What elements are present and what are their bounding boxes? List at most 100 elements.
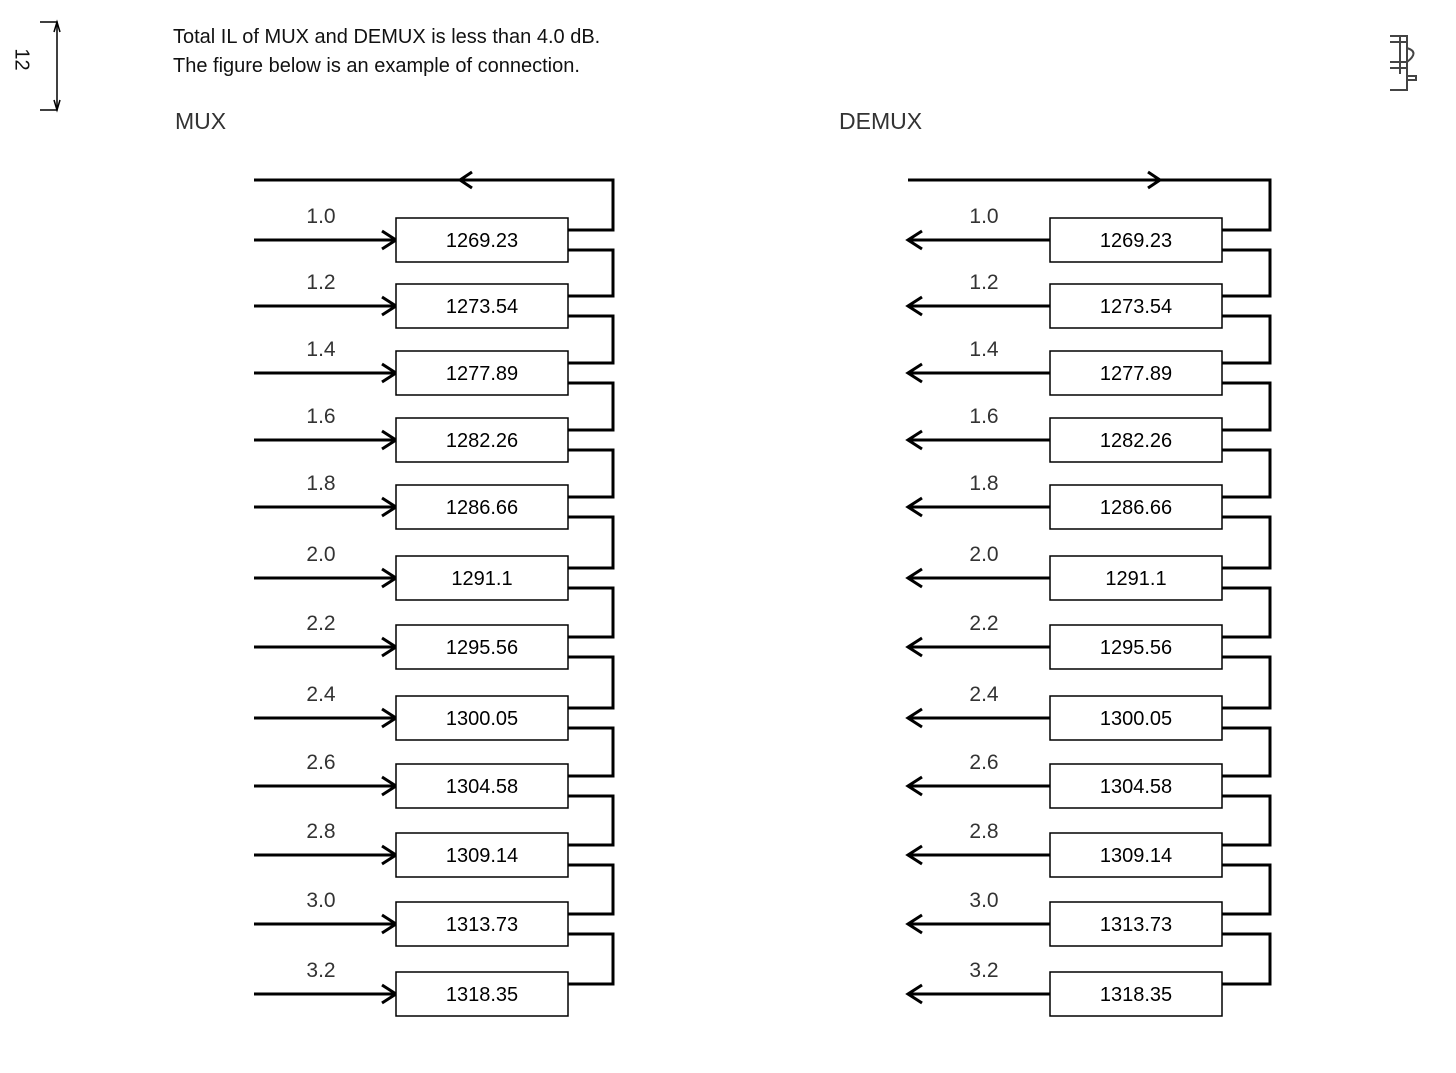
header-line-1: Total IL of MUX and DEMUX is less than 4… [173, 26, 601, 48]
filter-box [395, 350, 569, 396]
filter-box [395, 832, 569, 878]
insertion-loss-label: 1.2 [306, 271, 335, 294]
filter-box [1049, 283, 1223, 329]
wavelength-label: 1269.23 [446, 230, 518, 252]
mux-channel: 1282.261.6 [254, 405, 615, 499]
arrow-icon [905, 844, 923, 866]
mux-channel: 1313.73 3.0 [254, 889, 615, 986]
demux-channel: 1313.73 3.0 [905, 889, 1272, 986]
insertion-loss-label: 1.8 [306, 472, 335, 495]
cascade-link [1222, 655, 1272, 710]
cascade-link [568, 794, 615, 847]
filter-box [395, 695, 569, 741]
wavelength-label: 1273.54 [1100, 296, 1172, 318]
mux-channel: 1318.35 3.2 [254, 959, 569, 1017]
wavelength-label: 1309.14 [1100, 845, 1172, 867]
arrow-icon [905, 429, 923, 451]
wavelength-label: 1291.1 [1105, 568, 1166, 590]
insertion-loss-label: 2.2 [969, 612, 998, 635]
arrow-icon [1147, 170, 1163, 190]
insertion-loss-label: 3.2 [969, 959, 998, 982]
mux-title: MUX [175, 108, 227, 134]
arrow-icon [905, 636, 923, 658]
insertion-loss-label: 2.0 [306, 543, 335, 566]
insertion-loss-label: 1.8 [969, 472, 998, 495]
cascade-link [1222, 726, 1272, 778]
filter-box [395, 763, 569, 809]
wavelength-label: 1309.14 [446, 845, 518, 867]
demux-channel: 1295.562.2 [905, 612, 1272, 710]
wavelength-label: 1313.73 [446, 914, 518, 936]
wavelength-label: 1282.26 [1100, 430, 1172, 452]
filter-box [395, 971, 569, 1017]
cascade-link [568, 586, 615, 639]
mux-output-line [254, 178, 615, 232]
mux-diagram: 1269.231.01273.541.21277.891.41282.261.6… [254, 170, 615, 1017]
insertion-loss-label: 3.0 [969, 889, 998, 912]
insertion-loss-label: 1.0 [306, 205, 335, 228]
insertion-loss-label: 2.4 [969, 683, 999, 706]
cascade-link [1222, 448, 1272, 499]
cascade-link [568, 655, 615, 710]
arrow-icon [457, 170, 473, 190]
filter-box [1049, 971, 1223, 1017]
insertion-loss-label: 3.2 [306, 959, 335, 982]
cascade-link [568, 932, 615, 986]
wavelength-label: 1286.66 [446, 497, 518, 519]
arrow-icon [905, 707, 923, 729]
filter-box [1049, 217, 1223, 263]
demux-channel: 1309.142.8 [905, 820, 1272, 916]
arrow-icon [905, 496, 923, 518]
cascade-link [568, 448, 615, 499]
insertion-loss-label: 1.0 [969, 205, 998, 228]
demux-channel: 1304.582.6 [905, 751, 1272, 847]
wavelength-label: 1304.58 [446, 776, 518, 798]
mux-channel: 1286.66 1.8 [254, 472, 615, 570]
wavelength-label: 1313.73 [1100, 914, 1172, 936]
cascade-link [1222, 586, 1272, 639]
arrow-icon [905, 913, 923, 935]
demux-channel: 1269.231.0 [905, 205, 1272, 298]
demux-channel: 1300.052.4 [905, 683, 1272, 778]
cascade-link [568, 863, 615, 916]
arrow-icon [905, 775, 923, 797]
demux-channel: 1273.541.2 [905, 271, 1272, 365]
wavelength-label: 1277.89 [1100, 363, 1172, 385]
filter-box [395, 555, 569, 601]
wavelength-label: 1304.58 [1100, 776, 1172, 798]
insertion-loss-label: 1.6 [969, 405, 998, 428]
cascade-link [568, 248, 615, 298]
filter-box [395, 217, 569, 263]
arrow-icon [905, 229, 923, 251]
demux-output-line [908, 178, 1272, 232]
cascade-link [1222, 932, 1272, 986]
insertion-loss-label: 3.0 [306, 889, 335, 912]
wavelength-label: 1295.56 [446, 637, 518, 659]
insertion-loss-label: 1.4 [969, 338, 999, 361]
wavelength-label: 1318.35 [446, 984, 518, 1006]
cascade-link [1222, 794, 1272, 847]
cascade-link [568, 314, 615, 365]
mux-channel: 1273.541.2 [254, 271, 615, 365]
demux-channel: 1318.35 3.2 [905, 959, 1223, 1017]
filter-box [1049, 695, 1223, 741]
mux-channel: 1291.12.0 [254, 543, 615, 639]
insertion-loss-label: 2.2 [306, 612, 335, 635]
mux-channel: 1309.142.8 [254, 820, 615, 916]
filter-box [395, 283, 569, 329]
insertion-loss-label: 2.0 [969, 543, 998, 566]
insertion-loss-label: 2.6 [306, 751, 335, 774]
arrow-icon [905, 295, 923, 317]
demux-channel: 1277.89 1.4 [905, 338, 1272, 432]
filter-box [395, 417, 569, 463]
wavelength-label: 1286.66 [1100, 497, 1172, 519]
demux-channel: 1282.26 1.6 [905, 405, 1272, 499]
filter-box [1049, 763, 1223, 809]
wavelength-label: 1318.35 [1100, 984, 1172, 1006]
cascade-link [568, 726, 615, 778]
filter-box [1049, 832, 1223, 878]
filter-box [395, 624, 569, 670]
demux-channel: 1286.66 1.8 [905, 472, 1272, 570]
demux-channel: 1291.1 2.0 [905, 543, 1272, 639]
filter-box [1049, 417, 1223, 463]
